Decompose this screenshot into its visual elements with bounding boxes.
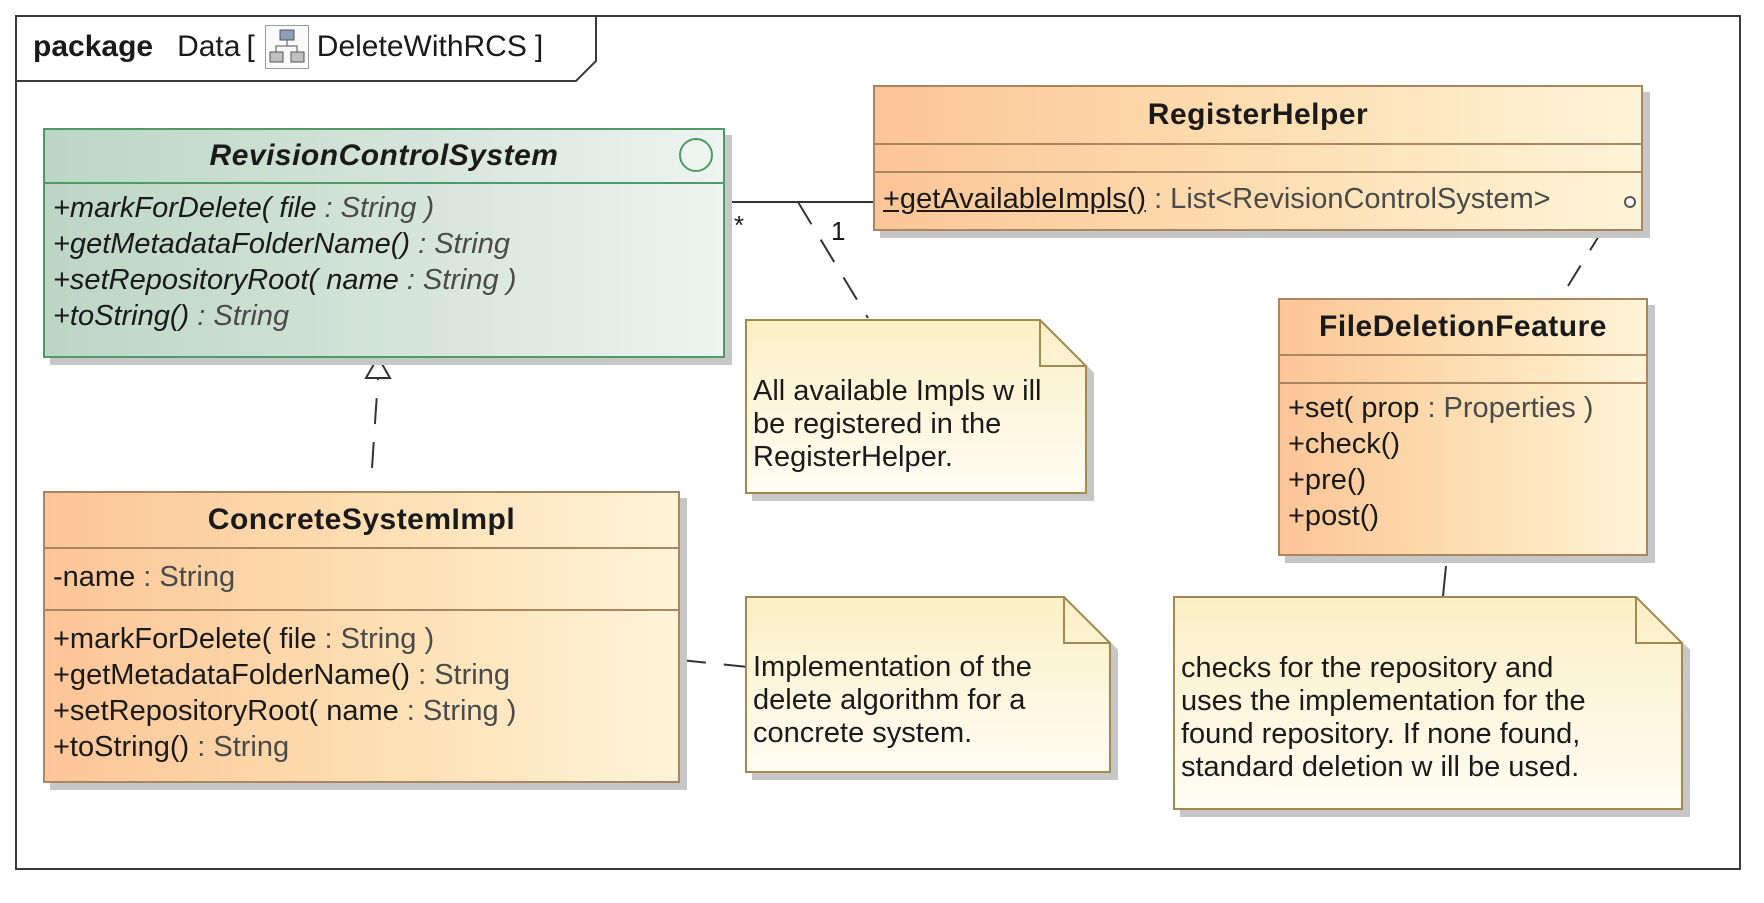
operation: +toString() : String (53, 300, 290, 332)
operation: +setRepositoryRoot( name : String ) (53, 695, 517, 727)
provided-port-icon (1624, 196, 1636, 208)
package-name: Data (177, 30, 241, 63)
class-name: ConcreteSystemImpl (207, 503, 516, 536)
operation: +setRepositoryRoot( name : String ) (53, 264, 517, 296)
attributes-compartment (1280, 354, 1646, 382)
dependency-line (1567, 217, 1611, 287)
attribute: -name : String (53, 561, 236, 593)
operations-compartment: +markForDelete( file : String ) +getMeta… (45, 609, 678, 765)
operation: +markForDelete( file : String ) (53, 623, 435, 655)
open-bracket: [ (246, 30, 255, 63)
note-shape (1173, 596, 1683, 810)
operation: +getMetadataFolderName() : String (53, 659, 510, 691)
operations-compartment: +set( prop : Properties ) +check() +pre(… (1280, 382, 1646, 534)
note-feature[interactable]: checks for the repository and uses the i… (1173, 596, 1684, 811)
multiplicity-helper: 1 (831, 216, 846, 246)
operation: +check() (1288, 428, 1401, 460)
class-concrete-system-impl[interactable]: ConcreteSystemImpl -name : String +markF… (43, 491, 680, 783)
package-frame (15, 15, 1741, 870)
realization-line (371, 377, 379, 469)
class-name: FileDeletionFeature (1319, 310, 1607, 343)
note-text: All available Impls w ill be registered … (753, 375, 1042, 473)
package-tab: package Data [ DeleteWithRCS ] (15, 15, 598, 83)
note-anchor-impl (679, 659, 749, 668)
class-register-helper[interactable]: RegisterHelper +getAvailableImpls() : Li… (873, 85, 1643, 231)
note-text: checks for the repository and uses the i… (1181, 652, 1586, 783)
operation: +markForDelete( file : String ) (53, 192, 435, 224)
class-revision-control-system[interactable]: RevisionControlSystem +markForDelete( fi… (43, 128, 725, 358)
interface-icon (679, 138, 713, 172)
class-name: RegisterHelper (1147, 98, 1369, 131)
multiplicity-rcs: * (734, 210, 745, 240)
diagram-name: DeleteWithRCS (316, 30, 527, 63)
note-anchor-feature (1442, 565, 1447, 597)
attributes-compartment: -name : String (45, 547, 678, 609)
operations-compartment: +getAvailableImpls() : List<RevisionCont… (875, 171, 1641, 217)
operation: +pre() (1288, 464, 1367, 496)
note-impl[interactable]: Implementation of the delete algorithm f… (745, 596, 1111, 773)
operation: +toString() : String (53, 731, 290, 763)
note-anchor-register (797, 201, 869, 319)
note-shape (745, 596, 1111, 773)
package-tab-outline (15, 15, 597, 82)
class-diagram-icon (264, 25, 309, 69)
operation: +getAvailableImpls() : List<RevisionCont… (883, 183, 1551, 215)
operations-compartment: +markForDelete( file : String ) +getMeta… (45, 182, 723, 334)
class-file-deletion-feature[interactable]: FileDeletionFeature +set( prop : Propert… (1278, 298, 1648, 556)
operation: +set( prop : Properties ) (1288, 392, 1594, 424)
package-keyword: package (33, 30, 154, 63)
note-shape (745, 319, 1087, 494)
class-name: RevisionControlSystem (209, 139, 559, 172)
note-text: Implementation of the delete algorithm f… (753, 651, 1032, 749)
package-title: package Data [ DeleteWithRCS ] (33, 25, 543, 69)
operation: +getMetadataFolderName() : String (53, 228, 510, 260)
note-register[interactable]: All available Impls w ill be registered … (745, 319, 1087, 494)
attributes-compartment (875, 143, 1641, 171)
realization-arrowhead (364, 354, 392, 379)
operation: +post() (1288, 500, 1380, 532)
close-bracket: ] (534, 30, 544, 63)
